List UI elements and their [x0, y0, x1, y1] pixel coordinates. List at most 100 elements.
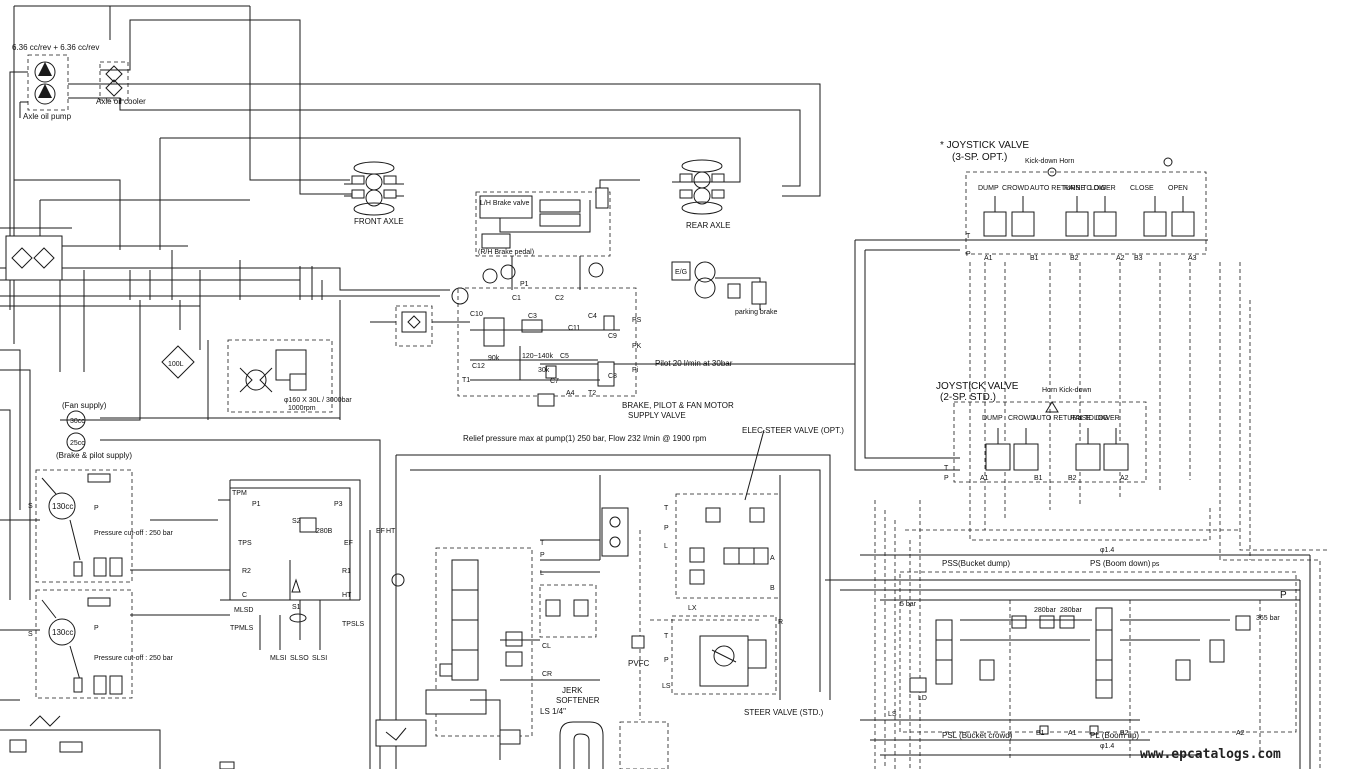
- psl-label: PSL (Bucket crowd): [942, 731, 1013, 740]
- opt-crowd: CROWD: [1002, 185, 1029, 192]
- jerk-label-1: JERK: [562, 686, 583, 695]
- fan-rpm: 1000rpm: [288, 405, 316, 412]
- svg-text:HT: HT: [386, 528, 396, 535]
- jerk-label-2: SOFTENER: [556, 696, 600, 705]
- main-pump-2: 130cc Pressure cut-off : 250 bar P S: [28, 589, 174, 699]
- svg-text:T2: T2: [588, 390, 596, 397]
- svg-text:P: P: [94, 625, 99, 632]
- rear-axle-label: REAR AXLE: [686, 221, 730, 230]
- bar5-label: 5 bar: [900, 601, 917, 608]
- opt-port-a1: A1: [984, 255, 993, 262]
- opt-dump: DUMP: [978, 185, 999, 192]
- svg-text:C1: C1: [512, 295, 521, 302]
- pump-cc-1: 130cc: [52, 502, 73, 511]
- opt-port-p: P: [966, 251, 971, 258]
- svg-text:LS: LS: [888, 711, 897, 718]
- std-lower: LOWER: [1094, 415, 1120, 422]
- brake-pilot-fan-label-1: BRAKE, PILOT & FAN MOTOR: [622, 401, 734, 410]
- steer-valve-label: STEER VALVE (STD.): [744, 708, 824, 717]
- parking-brake-label: parking brake: [735, 309, 778, 316]
- svg-text:P1: P1: [252, 501, 261, 508]
- std-raise: RAISE: [1070, 415, 1091, 422]
- rear-axle: REAR AXLE: [679, 159, 730, 230]
- joystick-valve-opt: * JOYSTICK VALVE (3-SP. OPT.) Kick-down …: [940, 140, 1207, 262]
- svg-text:CL: CL: [542, 643, 551, 650]
- svg-text:R: R: [778, 619, 783, 626]
- oil-cooler: [370, 305, 470, 347]
- brake-valve: L/H Brake valve (R/H Brake pedal): [475, 179, 640, 290]
- svg-text:C2: C2: [555, 295, 564, 302]
- svg-text:30cc: 30cc: [70, 418, 85, 425]
- svg-text:E/G: E/G: [675, 269, 687, 276]
- joystick-valve-std: JOYSTICK VALVE (2-SP. STD.) Horn Kick-do…: [936, 381, 1147, 483]
- steer-valve-std: R T P LS STEER VALVE (STD.): [662, 615, 824, 717]
- elec-steer-valve: ELEC.STEER VALVE (OPT.) T P L A B LX: [664, 426, 844, 612]
- svg-text:A2: A2: [1236, 730, 1245, 737]
- unloader: [375, 719, 521, 747]
- heat-exchanger: [5, 235, 63, 281]
- pss-label: PSS(Bucket dump): [942, 559, 1010, 568]
- svg-text:P: P: [540, 552, 545, 559]
- svg-text:C11: C11: [568, 325, 580, 332]
- std-port-b2: B2: [1068, 475, 1077, 482]
- pump-cc-2: 130cc: [52, 628, 73, 637]
- svg-text:C: C: [242, 592, 247, 599]
- svg-text:T: T: [664, 633, 669, 640]
- phi-bot-label: φ1.4: [1100, 743, 1114, 750]
- std-port-p: P: [944, 475, 949, 482]
- opt-port-b2: B2: [1070, 255, 1079, 262]
- svg-text:B1: B1: [1036, 730, 1045, 737]
- watermark: www.epcatalogs.com: [1140, 747, 1281, 762]
- joystick-opt-sub: (3-SP. OPT.): [952, 152, 1007, 163]
- svg-text:R2: R2: [242, 568, 251, 575]
- axle-oil-cooler-label: Axle oil cooler: [96, 97, 146, 106]
- battery-area: [0, 715, 235, 769]
- svg-text:25cc: 25cc: [70, 440, 85, 447]
- axle-oil-cooler: Axle oil cooler: [96, 61, 146, 106]
- pressure-cutoff-2: Pressure cut-off : 250 bar: [94, 655, 174, 662]
- svg-text:EF: EF: [376, 528, 385, 535]
- svg-text:TPMLS: TPMLS: [230, 625, 254, 632]
- opt-lower: LOWER: [1090, 185, 1116, 192]
- opt-close: CLOSE: [1130, 185, 1154, 192]
- svg-text:C12: C12: [472, 363, 485, 370]
- joystick-std-sub: (2-SP. STD.): [940, 392, 996, 403]
- opt-raise: RAISE: [1064, 185, 1085, 192]
- svg-text:C9: C9: [608, 333, 617, 340]
- svg-text:L: L: [540, 570, 544, 577]
- svg-text:C7: C7: [550, 378, 559, 385]
- pressure-cutoff-1: Pressure cut-off : 250 bar: [94, 530, 174, 537]
- svg-text:C10: C10: [470, 311, 483, 318]
- ps-boom-down-label: PS (Boom down): [1090, 559, 1151, 568]
- svg-text:LD: LD: [918, 695, 927, 702]
- svg-text:120~140k: 120~140k: [522, 353, 553, 360]
- priority-valve: TPM P1 P3 S2 280B TPS EF R2 R1 C HT MLSD…: [229, 487, 365, 662]
- axle-oil-pump-label: Axle oil pump: [23, 112, 72, 121]
- svg-text:TPM: TPM: [232, 490, 247, 497]
- std-port-a1: A1: [980, 475, 989, 482]
- brake-pilot-fan-label-2: SUPPLY VALVE: [628, 411, 686, 420]
- svg-text:B: B: [770, 585, 775, 592]
- svg-text:T: T: [540, 540, 545, 547]
- svg-text:MLSD: MLSD: [234, 607, 253, 614]
- svg-text:P: P: [94, 505, 99, 512]
- svg-text:TPSLS: TPSLS: [342, 621, 365, 628]
- svg-text:EF: EF: [344, 540, 353, 547]
- svg-text:L: L: [664, 543, 668, 550]
- svg-text:LX: LX: [688, 605, 697, 612]
- mcv-port-p: P: [1280, 590, 1287, 601]
- opt-port-t: T: [966, 233, 971, 240]
- fan-motor: φ160 X 30L / 3000bar 1000rpm: [227, 339, 352, 413]
- pvfc-label: PVFC: [628, 659, 650, 668]
- svg-text:P3: P3: [334, 501, 343, 508]
- pump-spec-label: 6.36 cc/rev + 6.36 cc/rev: [12, 43, 99, 52]
- svg-text:90k: 90k: [488, 355, 500, 362]
- svg-text:C5: C5: [560, 353, 569, 360]
- brake-pilot-supply-valve: P1 C1 C2 C10 C3 C11 C4 C12 C5 C7 C9 C8 T…: [451, 262, 734, 420]
- svg-text:A4: A4: [566, 390, 575, 397]
- relief-note: Relief pressure max at pump(1) 250 bar, …: [463, 434, 707, 443]
- svg-text:P: P: [664, 657, 669, 664]
- kick-down-horn-label: Kick-down Horn: [1025, 158, 1075, 165]
- svg-text:S: S: [28, 631, 33, 638]
- pilot-dashed-lines: [639, 262, 1330, 769]
